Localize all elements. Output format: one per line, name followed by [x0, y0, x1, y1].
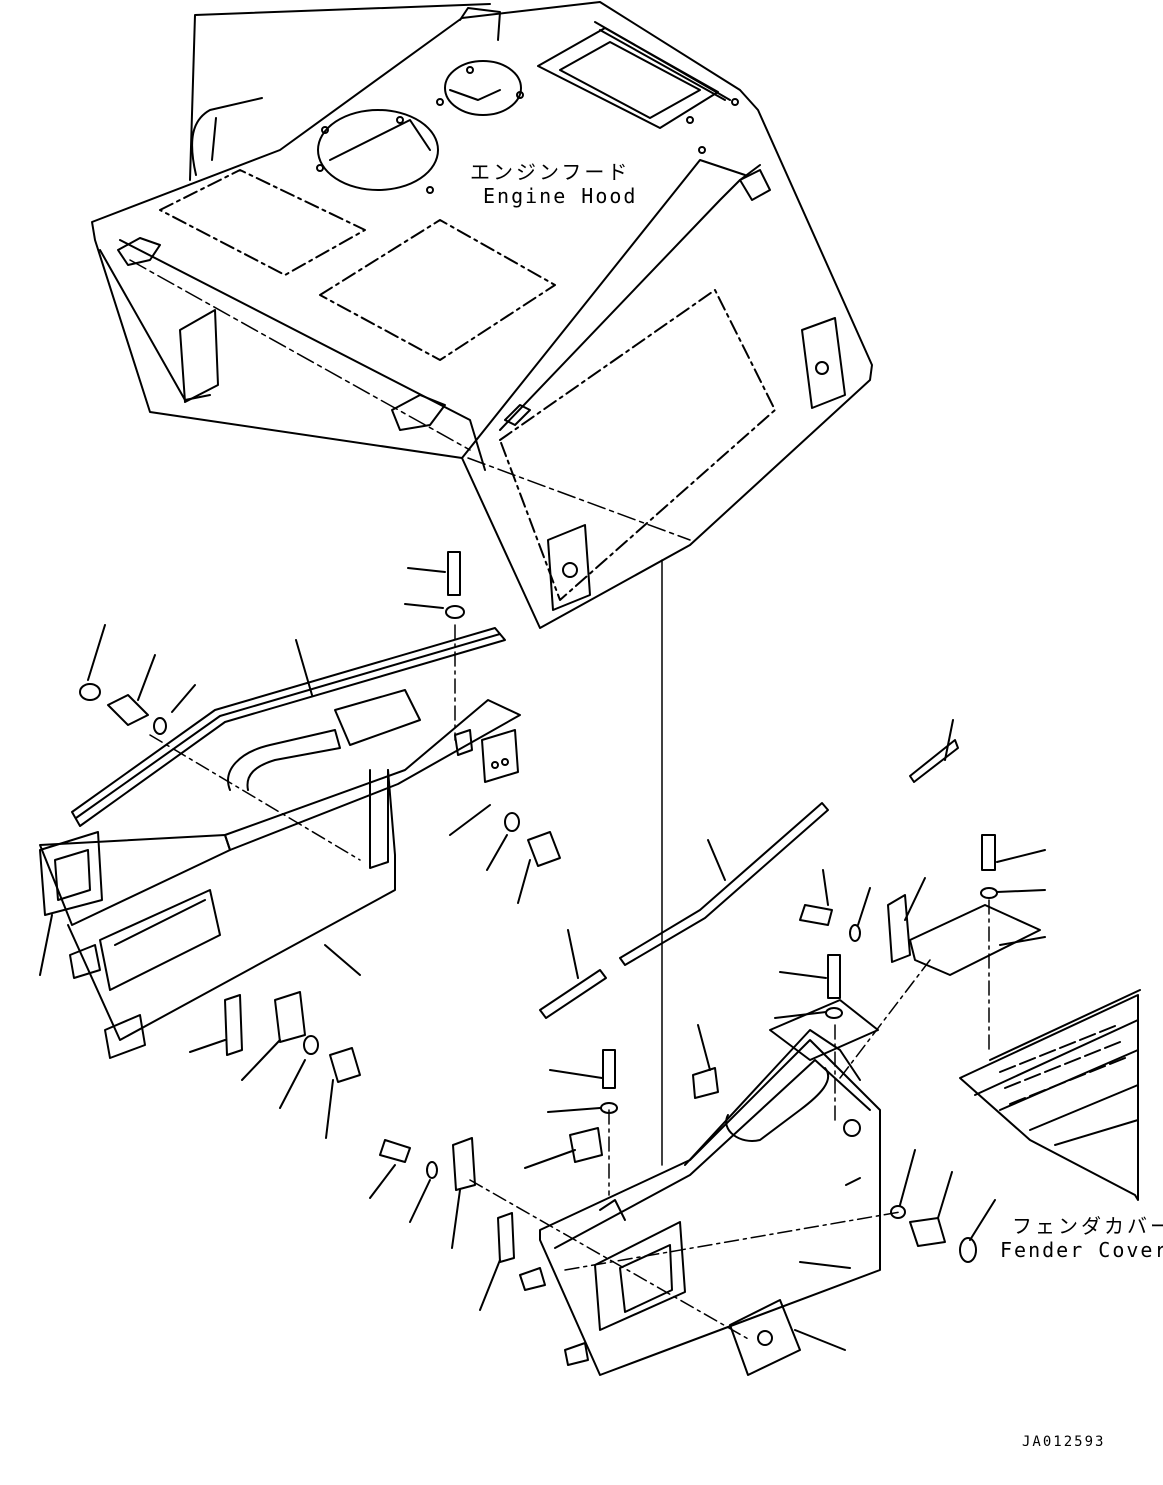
- fender-cover: [960, 990, 1140, 1200]
- rubber-strips: [540, 560, 958, 1165]
- fender-cover-label-jp: フェンダカバー: [1012, 1214, 1163, 1238]
- fender-cover-label-en: Fender Cover: [1000, 1238, 1163, 1262]
- drawing-code: JA012593: [1022, 1434, 1106, 1450]
- right-fender-assembly: [370, 835, 1045, 1375]
- engine-hood-label-en: Engine Hood: [483, 184, 638, 208]
- engine-hood-label-jp: エンジンフード: [470, 160, 631, 184]
- engine-hood: [92, 2, 872, 628]
- left-bracket-assembly: [40, 552, 560, 1138]
